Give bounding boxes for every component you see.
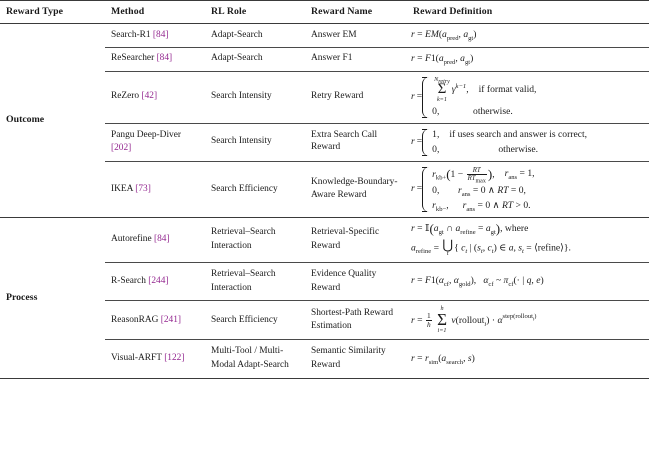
method-label: Search-R1 <box>111 29 151 40</box>
reward-name-cell: Answer F1 <box>305 46 407 71</box>
method-label: IKEA <box>111 183 133 194</box>
rl-role-cell: Retrieval–Search Interaction <box>205 262 305 301</box>
rl-role-cell: Search Intensity <box>205 70 305 124</box>
reward-name-cell: Shortest-Path Reward Estimation <box>305 300 407 340</box>
formula-extra-search-call: r= 1, if uses search and answer is corre… <box>411 128 588 156</box>
reward-definition-cell: r = F1(apred, agt) <box>407 46 649 71</box>
section-outcome: Outcome Search-R1 [84] Adapt-Search Answ… <box>0 24 649 218</box>
citation-ref[interactable]: [84] <box>152 29 169 40</box>
method-label: Pangu Deep-Diver <box>111 129 182 140</box>
table-row: IKEA [73] Search Efficiency Knowledge-Bo… <box>0 160 649 218</box>
method-label: R-Search <box>111 275 146 286</box>
citation-ref[interactable]: [42] <box>141 91 158 102</box>
table-row: ReSearcher [84] Adapt-Search Answer F1 r… <box>0 46 649 71</box>
method-cell: R-Search [244] <box>105 262 205 301</box>
reward-definition-cell: r = EM(apred, agt) <box>407 24 649 48</box>
method-cell: ReSearcher [84] <box>105 46 205 71</box>
citation-ref[interactable]: [241] <box>160 314 182 325</box>
rl-role-cell: Search Efficiency <box>205 160 305 218</box>
method-cell: IKEA [73] <box>105 160 205 218</box>
rl-role-cell: Search Efficiency <box>205 300 305 340</box>
table-row: Process Autorefine [84] Retrieval–Search… <box>0 217 649 303</box>
formula-answer-f1: r = F1(apred, agt) <box>411 52 474 66</box>
method-cell: Autorefine [84] <box>105 217 205 262</box>
method-cell: ReZero [42] <box>105 70 205 124</box>
column-header-method: Method <box>111 6 145 17</box>
reward-name-cell: Evidence Quality Reward <box>305 262 407 301</box>
column-header-reward-definition: Reward Definition <box>413 6 493 17</box>
method-label: ReSearcher <box>111 53 155 64</box>
citation-ref[interactable]: [244] <box>148 275 169 286</box>
table-row: R-Search [244] Retrieval–Search Interact… <box>0 262 649 301</box>
citation-ref[interactable]: [122] <box>164 353 185 364</box>
method-cell: Search-R1 [84] <box>105 24 205 48</box>
citation-ref[interactable]: [84] <box>153 234 170 245</box>
reward-definition-cell: r = 𝕀(agt ∩ arefine = agt), where arefin… <box>407 217 649 262</box>
reward-name-cell: Retrieval-Specific Reward <box>311 227 380 252</box>
method-label: Autorefine <box>111 234 152 245</box>
reward-name-cell: Semantic Similarity Reward <box>305 339 407 379</box>
formula-semantic-similarity: r = rsim(asearch, s) <box>411 352 475 366</box>
reward-name-cell: Knowledge-Boundary-Aware Reward <box>305 160 407 218</box>
method-label: Visual-ARFT <box>111 353 162 364</box>
reward-type-process: Process <box>6 291 38 303</box>
method-cell: ReasonRAG [241] <box>105 300 205 340</box>
citation-ref[interactable]: [73] <box>135 183 151 194</box>
reward-definition-cell: r = rsim(asearch, s) <box>407 339 649 379</box>
rl-role-cell: Search Intensity <box>205 122 305 162</box>
reward-definition-cell: r= 1, if uses search and answer is corre… <box>407 122 649 162</box>
reward-name-cell: Retry Reward <box>305 70 407 124</box>
table-header: Reward Type Method RL Role Reward Name R… <box>0 0 649 24</box>
reward-definition-cell: r = F1(αcf, αgold), αcf ~ πcf(· | q, e) <box>407 262 649 301</box>
formula-answer-em: r = EM(apred, agt) <box>411 29 477 42</box>
citation-ref[interactable]: [202] <box>111 143 132 154</box>
column-header-reward-name: Reward Name <box>311 6 373 17</box>
section-process: Process Autorefine [84] Retrieval–Search… <box>0 217 649 379</box>
table-row: Pangu Deep-Diver [202] Search Intensity … <box>0 122 649 162</box>
reward-type-outcome: Outcome <box>6 114 45 126</box>
rl-role-cell: Adapt-Search <box>205 46 305 71</box>
rl-role-cell: Retrieval–Search Interaction <box>211 227 276 252</box>
formula-evidence-quality: r = F1(αcf, αgold), αcf ~ πcf(· | q, e) <box>411 275 544 289</box>
method-label: ReasonRAG <box>111 314 159 325</box>
method-cell: Visual-ARFT [122] <box>105 339 205 379</box>
column-header-reward-type: Reward Type <box>6 6 64 17</box>
table-row: Visual-ARFT [122] Multi-Tool / Multi-Mod… <box>0 339 649 379</box>
header-row: Reward Type Method RL Role Reward Name R… <box>0 0 649 24</box>
table-row: Outcome Search-R1 [84] Adapt-Search Answ… <box>0 24 649 125</box>
method-cell: Pangu Deep-Diver [202] <box>105 122 205 162</box>
rl-role-cell: Multi-Tool / Multi-Modal Adapt-Search <box>205 339 305 379</box>
citation-ref[interactable]: [84] <box>156 53 173 64</box>
method-label: ReZero <box>111 91 140 102</box>
table-row: ReasonRAG [241] Search Efficiency Shorte… <box>0 300 649 340</box>
reward-name-cell: Extra Search Call Reward <box>305 122 407 162</box>
reward-name-cell: Answer EM <box>311 29 357 40</box>
reward-taxonomy-table: Reward Type Method RL Role Reward Name R… <box>0 0 649 379</box>
table-row: ReZero [42] Search Intensity Retry Rewar… <box>0 70 649 124</box>
formula-retrieval-specific: r = 𝕀(agt ∩ arefine = agt), where arefin… <box>411 220 571 258</box>
column-header-rl-role: RL Role <box>211 6 247 17</box>
rl-role-cell: Adapt-Search <box>211 29 263 40</box>
